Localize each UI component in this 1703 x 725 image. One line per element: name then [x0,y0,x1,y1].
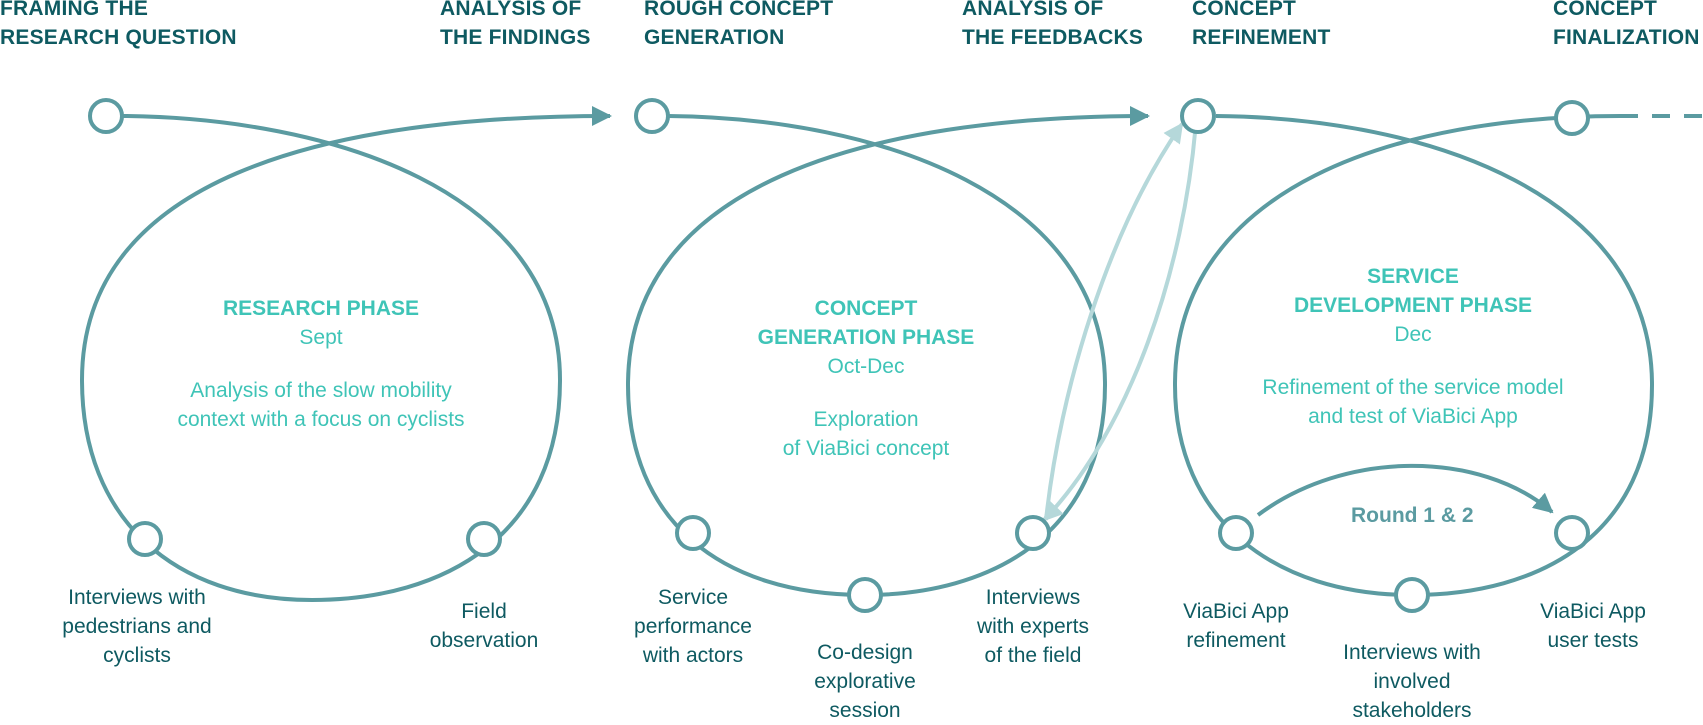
activity-node [675,515,711,551]
activity-node [1554,515,1590,551]
activity-node [847,577,883,613]
research-loop [79,106,612,603]
feedback-arrow-up [1044,122,1184,521]
phase-description: Exploration [813,408,919,431]
phase-title: GENERATION PHASE [757,326,975,349]
phase-description: Analysis of the slow mobility [190,379,452,402]
round-label: Round 1 & 2 [1351,504,1474,527]
phase-period: Oct-Dec [827,355,905,378]
phase-description: Refinement of the service model [1262,376,1564,399]
round-arrow [1256,463,1554,517]
activity-node [1394,577,1430,613]
milestone-node [88,98,124,134]
phase-title: SERVICE [1367,265,1459,288]
phase-period: Sept [299,326,343,349]
phase-title: CONCEPT [814,297,918,320]
concept-generation-phase: CONCEPT GENERATION PHASE Oct-Dec Explora… [666,294,1066,463]
phase-description: and test of ViaBici App [1308,405,1518,428]
research-phase: RESEARCH PHASE Sept Analysis of the slow… [121,294,521,434]
milestone-node [1554,100,1590,136]
phase-title: DEVELOPMENT PHASE [1293,294,1533,317]
activity-node [466,521,502,557]
activity-node [127,521,163,557]
feedback-arrow-down [1042,121,1198,522]
phase-description: of ViaBici concept [782,437,950,460]
activity-node [1015,515,1051,551]
phase-description: context with a focus on cyclists [177,408,465,431]
phase-title: RESEARCH PHASE [222,297,420,320]
service-development-phase: SERVICE DEVELOPMENT PHASE Dec Refinement… [1213,262,1613,431]
activity-node [1218,515,1254,551]
milestone-node [1180,98,1216,134]
phase-period: Dec [1394,323,1432,346]
milestone-node [634,98,670,134]
